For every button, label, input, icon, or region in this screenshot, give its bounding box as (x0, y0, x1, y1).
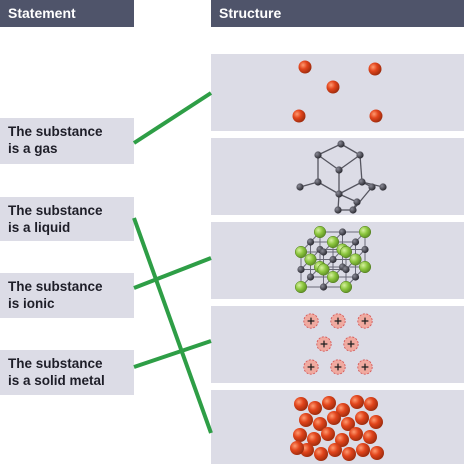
liquid-particle (335, 433, 349, 447)
liquid-particle (293, 428, 307, 442)
lattice-dark-ion (306, 238, 315, 246)
statement-ionic[interactable]: The substance is ionic (0, 273, 134, 318)
covalent-bond (338, 154, 361, 171)
lattice-green-ion (358, 225, 372, 239)
covalent-atom (349, 206, 357, 214)
covalent-atom (356, 151, 364, 159)
statement-solid-metal[interactable]: The substance is a solid metal (0, 350, 134, 395)
covalent-bond (317, 181, 340, 195)
gas-particle (292, 109, 306, 123)
lattice-green-ion (294, 280, 308, 294)
structure-panel-giant-covalent[interactable] (211, 138, 464, 215)
liquid-particle (342, 447, 356, 461)
statement-solid-metal-line2: is a solid metal (8, 373, 105, 388)
liquid-particle (328, 443, 342, 457)
covalent-bond (338, 181, 363, 195)
structure-panel-ionic-lattice[interactable] (211, 222, 464, 299)
covalent-atom (368, 183, 376, 191)
lattice-green-ion (349, 253, 362, 266)
covalent-bond (317, 143, 342, 156)
covalent-atom (314, 178, 322, 186)
liquid-particle (294, 397, 308, 411)
lattice-dark-ion (361, 245, 369, 254)
liquid-particle (370, 446, 384, 460)
liquid-particle (355, 411, 369, 425)
liquid-particle (336, 403, 350, 417)
lattice-green-ion (326, 270, 340, 284)
covalent-bond (352, 186, 373, 211)
connector-lines (132, 91, 213, 434)
connector-line-solid-metal (133, 339, 212, 369)
liquid-particle (307, 432, 321, 446)
covalent-atom (337, 140, 345, 148)
covalent-atom (314, 151, 322, 159)
lattice-green-ion (339, 280, 353, 294)
lattice-dark-ion (306, 273, 315, 281)
lattice-green-ion (339, 245, 353, 259)
statement-header: Statement (0, 0, 134, 27)
covalent-bond (340, 143, 361, 156)
lattice-dark-ion (319, 283, 328, 291)
liquid-particle (290, 441, 304, 455)
lattice-green-ion (304, 253, 317, 266)
covalent-atom (296, 183, 304, 191)
particles-layer (290, 60, 387, 461)
lattice-dark-ion (319, 248, 328, 256)
liquid-particle (369, 415, 383, 429)
covalent-atom (335, 190, 343, 198)
covalent-bond (317, 154, 340, 171)
liquid-particle (314, 447, 328, 461)
liquid-particle (308, 401, 322, 415)
statement-liquid[interactable]: The substance is a liquid (0, 197, 134, 241)
lattice-green-ion (313, 225, 327, 239)
liquid-particle (327, 411, 341, 425)
liquid-particle (350, 395, 364, 409)
connector-line-ionic (133, 256, 212, 290)
lattice-green-ion (317, 263, 330, 276)
lattice-green-ion (294, 245, 308, 259)
gas-particle (369, 109, 383, 123)
liquid-particle (349, 427, 363, 441)
covalent-atom (334, 206, 342, 214)
lattice-dark-ion (297, 265, 305, 274)
lattice-dark-ion (342, 265, 350, 274)
covalent-atom (379, 183, 387, 191)
liquid-particle (341, 417, 355, 431)
liquid-particle (299, 413, 313, 427)
statement-liquid-line1: The substance (8, 203, 103, 218)
liquid-particle (364, 397, 378, 411)
statement-solid-metal-line1: The substance (8, 356, 103, 371)
gas-particle (298, 60, 312, 74)
structure-header: Structure (211, 0, 464, 27)
statement-gas-line2: is a gas (8, 141, 58, 156)
lattice-green-ion (326, 235, 340, 249)
lattice-green-ion (358, 260, 372, 274)
liquid-particle (313, 417, 327, 431)
structure-panel-gas[interactable] (211, 54, 464, 131)
liquid-particle (363, 430, 377, 444)
covalent-bond (359, 154, 363, 183)
gas-particle (326, 80, 340, 94)
lattice-dark-ion (338, 228, 347, 236)
gas-particle (368, 62, 382, 76)
covalent-atom (358, 178, 366, 186)
lattice-dark-ion (351, 273, 360, 281)
covalent-atom (335, 166, 343, 174)
statement-ionic-line2: is ionic (8, 296, 55, 311)
liquid-particle (321, 427, 335, 441)
statement-gas[interactable]: The substance is a gas (0, 118, 134, 164)
covalent-atom (353, 198, 361, 206)
connector-line-liquid (132, 217, 213, 434)
statement-ionic-line1: The substance (8, 279, 103, 294)
liquid-particle (356, 443, 370, 457)
connector-line-gas (132, 91, 213, 145)
statement-gas-line1: The substance (8, 124, 103, 139)
statement-liquid-line2: is a liquid (8, 220, 71, 235)
lattice-dark-ion (351, 238, 360, 246)
liquid-particle (322, 396, 336, 410)
lattice-dark-ion (329, 255, 337, 264)
